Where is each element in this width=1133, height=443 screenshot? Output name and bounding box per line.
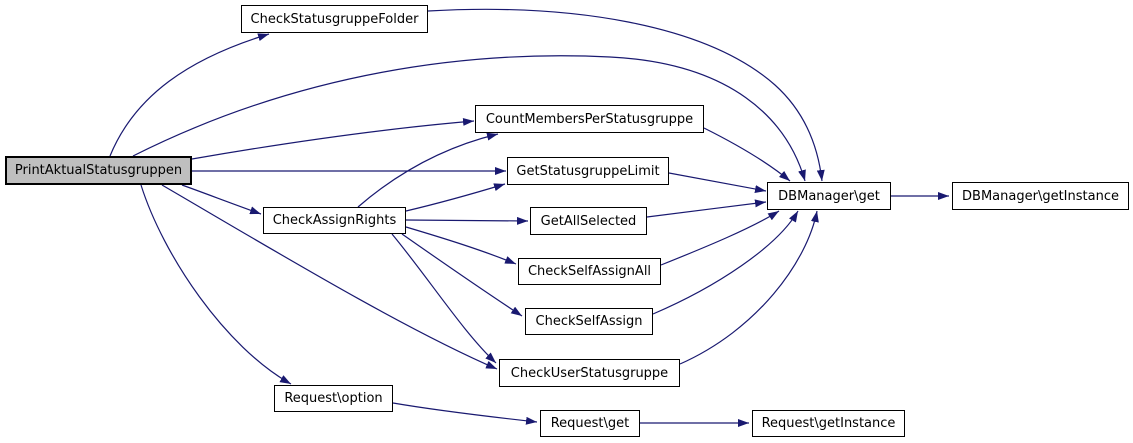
node-label-check-assign-rights: CheckAssignRights: [272, 213, 397, 228]
node-label-dbmanager-get-instance: DBManager\getInstance: [962, 188, 1119, 204]
node-check-self-assign-all[interactable]: CheckSelfAssignAll: [518, 258, 661, 285]
edge-get-statusgruppe-limit--dbmanager-get: [668, 172, 767, 193]
edge-check-assign-rights--count-members-per-statusgruppe: [357, 132, 499, 208]
edge-check-assign-rights--check-user-statusgruppe: [391, 233, 497, 364]
node-label-get-all-selected: GetAllSelected: [540, 213, 637, 229]
node-check-statusgruppe-folder[interactable]: CheckStatusgruppeFolder: [241, 5, 428, 33]
edge-print-aktual-statusgruppen--request-option: [140, 184, 292, 385]
edge-print-aktual-statusgruppen--check-statusgruppe-folder: [109, 33, 270, 157]
edge-request-option--request-get: [392, 402, 538, 425]
edge-check-self-assign--dbmanager-get: [652, 210, 799, 315]
edge-print-aktual-statusgruppen--dbmanager-get: [132, 55, 806, 182]
node-label-check-user-statusgruppe: CheckUserStatusgruppe: [510, 365, 669, 381]
node-request-get-instance[interactable]: Request\getInstance: [752, 410, 905, 437]
node-dbmanager-get-instance[interactable]: DBManager\getInstance: [952, 182, 1129, 210]
node-dbmanager-get[interactable]: DBManager\get: [767, 182, 891, 210]
node-check-self-assign[interactable]: CheckSelfAssign: [525, 308, 653, 335]
node-label-count-members-per-statusgruppe: CountMembersPerStatusgruppe: [485, 111, 694, 127]
node-check-user-statusgruppe[interactable]: CheckUserStatusgruppe: [499, 359, 680, 387]
node-label-check-statusgruppe-folder: CheckStatusgruppeFolder: [250, 11, 419, 27]
edge-print-aktual-statusgruppen--count-members-per-statusgruppe: [191, 117, 475, 160]
node-label-print-aktual-statusgruppen: PrintAktualStatusgruppen: [14, 163, 183, 178]
edge-print-aktual-statusgruppen--check-assign-rights: [181, 184, 262, 215]
node-label-request-option: Request\option: [284, 391, 383, 406]
edge-check-self-assign-all--dbmanager-get: [660, 210, 780, 266]
edge-check-assign-rights--get-all-selected: [405, 216, 529, 225]
node-label-check-self-assign: CheckSelfAssign: [535, 314, 643, 329]
edge-check-assign-rights--check-self-assign: [401, 233, 523, 317]
edge-print-aktual-statusgruppen--check-user-statusgruppe: [161, 184, 498, 370]
node-request-get[interactable]: Request\get: [540, 410, 640, 437]
edge-count-members-per-statusgruppe--dbmanager-get: [703, 127, 791, 182]
node-print-aktual-statusgruppen[interactable]: PrintAktualStatusgruppen: [5, 156, 192, 185]
node-label-check-self-assign-all: CheckSelfAssignAll: [527, 264, 652, 279]
node-count-members-per-statusgruppe[interactable]: CountMembersPerStatusgruppe: [475, 105, 704, 133]
edge-get-all-selected--dbmanager-get: [646, 199, 767, 218]
node-get-all-selected[interactable]: GetAllSelected: [530, 207, 647, 235]
node-request-option[interactable]: Request\option: [274, 385, 393, 412]
node-label-get-statusgruppe-limit: GetStatusgruppeLimit: [516, 163, 660, 179]
node-check-assign-rights[interactable]: CheckAssignRights: [263, 207, 406, 234]
edge-check-statusgruppe-folder--dbmanager-get: [427, 8, 825, 182]
edge-check-assign-rights--get-statusgruppe-limit: [405, 183, 506, 212]
node-label-request-get-instance: Request\getInstance: [761, 416, 896, 431]
node-get-statusgruppe-limit[interactable]: GetStatusgruppeLimit: [507, 157, 669, 185]
node-label-dbmanager-get: DBManager\get: [778, 188, 880, 204]
edge-check-assign-rights--check-self-assign-all: [405, 226, 517, 265]
node-label-request-get: Request\get: [550, 416, 630, 431]
edge-check-user-statusgruppe--dbmanager-get: [679, 210, 819, 365]
